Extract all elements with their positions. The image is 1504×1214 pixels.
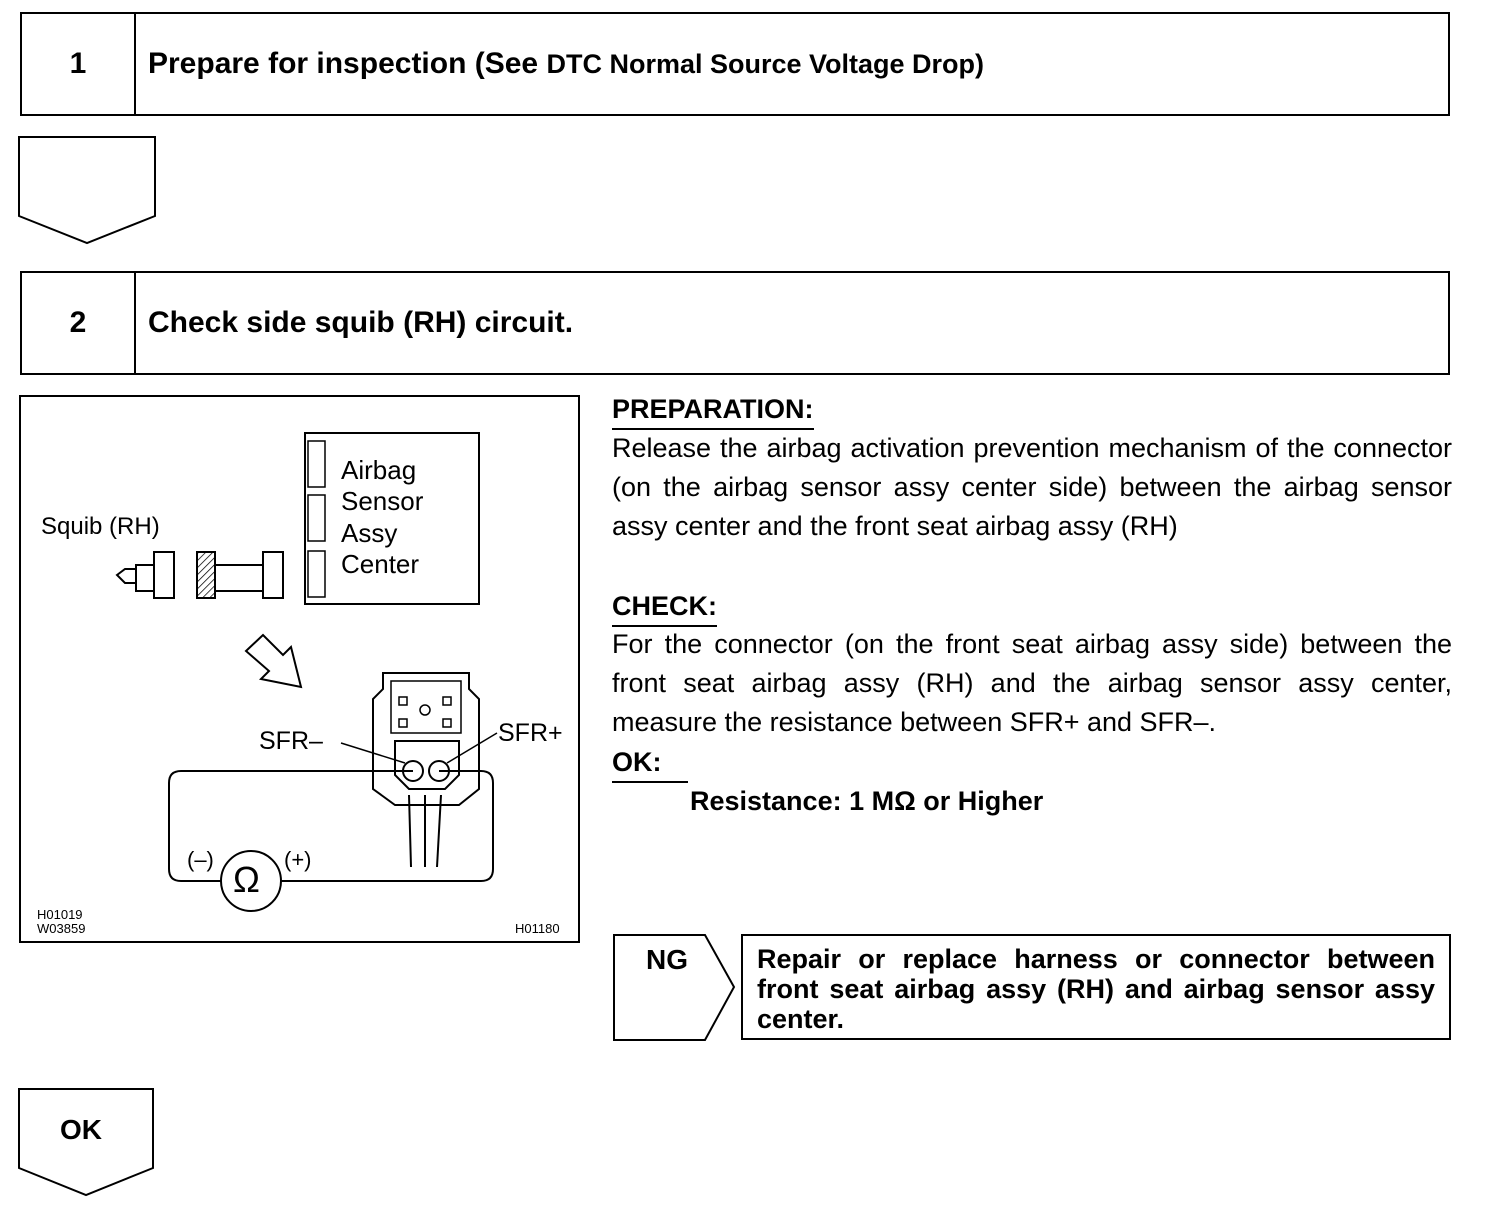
sfr-plus-label: SFR+ — [498, 719, 563, 747]
sensor-label-line-1: Airbag — [341, 455, 417, 485]
sensor-label-line-4: Center — [341, 549, 420, 579]
ohm-plus-label: (+) — [284, 847, 312, 872]
view-arrow — [244, 633, 303, 689]
preparation-heading: PREPARATION: — [612, 393, 814, 430]
sensor-label-line-2: Sensor — [341, 486, 424, 516]
inspection-figure: Squib (RH) Airbag Sensor Assy Center SFR… — [19, 395, 580, 943]
ok-heading-text: OK: — [612, 746, 688, 783]
figure-code-right: H01180 — [515, 921, 560, 936]
check-heading-text: CHECK: — [612, 590, 717, 627]
step-1-header: 1 Prepare for inspection (See DTC Normal… — [20, 12, 1450, 116]
sensor-label-line-3: Assy — [341, 518, 398, 548]
ok-heading: OK: — [612, 746, 688, 783]
hatched-connector — [196, 551, 216, 599]
sfr-minus-label: SFR– — [259, 727, 323, 755]
connector-diagram — [115, 432, 498, 912]
figure-code-left: H01019 W03859 — [37, 908, 85, 936]
ohmmeter-circle — [220, 850, 282, 912]
ok-value: Resistance: 1 MΩ or Higher — [690, 786, 1044, 816]
ok-arrow — [18, 1088, 154, 1197]
ok-arrow-label: OK — [60, 1114, 102, 1145]
ohm-minus-label: (–) — [187, 847, 214, 872]
check-heading: CHECK: — [612, 590, 717, 627]
sensor-box — [304, 432, 480, 605]
step-1-title-dtc: DTC Normal Source Voltage Drop) — [546, 48, 985, 79]
connector-face — [372, 672, 480, 806]
preparation-heading-text: PREPARATION: — [612, 393, 814, 430]
step-2-header: 2 Check side squib (RH) circuit. — [20, 271, 1450, 375]
step-1-number: 1 — [22, 14, 136, 114]
squib-plug — [115, 568, 137, 584]
ng-action-box: Repair or replace harness or connector b… — [741, 934, 1451, 1040]
squib-label: Squib (RH) — [41, 513, 160, 540]
flow-arrow-empty — [18, 136, 156, 245]
figure-code-left-2: W03859 — [37, 921, 86, 936]
check-text: For the connector (on the front seat air… — [612, 629, 1452, 737]
ohm-symbol: Ω — [233, 859, 260, 900]
step-1-title: Prepare for inspection (See DTC Normal S… — [148, 14, 984, 114]
step-2-number: 2 — [22, 273, 136, 373]
step-1-title-main: Prepare for inspection (See — [148, 47, 539, 80]
ng-arrow — [613, 934, 736, 1041]
ng-label: NG — [646, 944, 688, 975]
step-2-title: Check side squib (RH) circuit. — [148, 306, 574, 339]
preparation-text: Release the airbag activation prevention… — [612, 433, 1452, 541]
figure-code-left-1: H01019 — [37, 907, 83, 922]
